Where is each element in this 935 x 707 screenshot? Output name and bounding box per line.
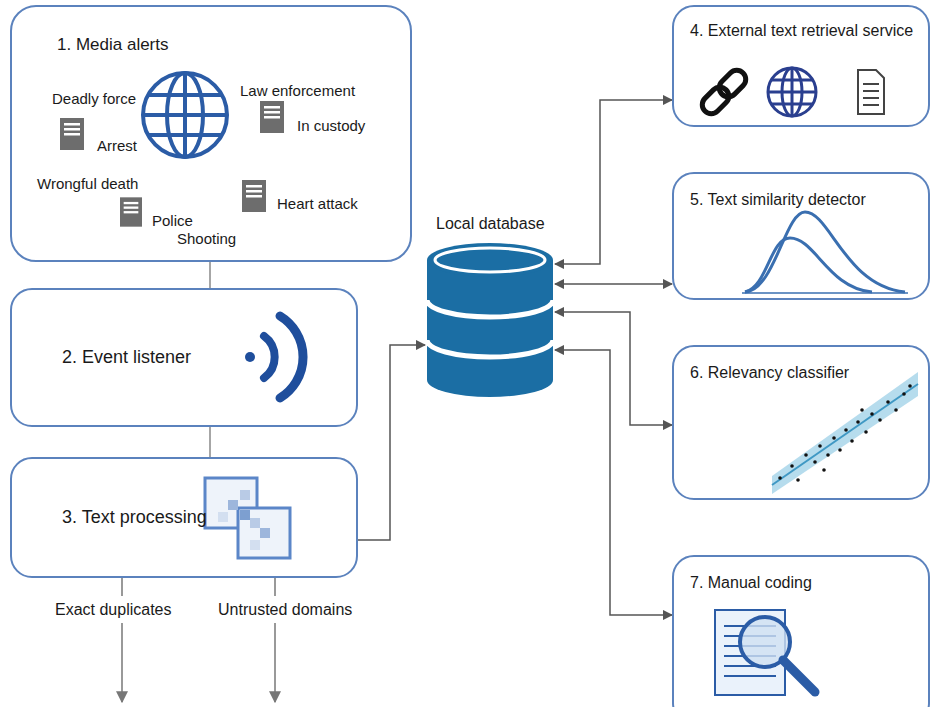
service-box: 7. Manual coding (672, 555, 930, 707)
connector (555, 350, 672, 615)
connector (555, 283, 672, 285)
keyword: Wrongful death (37, 175, 138, 193)
output-label: Exact duplicates (55, 600, 172, 619)
document-icon (242, 180, 266, 212)
box-title: 1. Media alerts (57, 35, 169, 55)
box-title: 5. Text similarity detector (690, 190, 918, 209)
distribution-curves (742, 212, 908, 293)
globe-icon (768, 68, 816, 116)
keyword: In custody (297, 117, 365, 135)
service-box: 6. Relevancy classifier (672, 345, 930, 500)
database-shape (425, 240, 555, 400)
leader-arrow (122, 578, 275, 702)
document-icon (60, 118, 84, 150)
box-title: 4. External text retrieval service (690, 21, 918, 40)
link-icon (699, 67, 750, 118)
connector (358, 345, 425, 540)
regression-plot (772, 372, 918, 494)
source-box: 1. Media alertsDeadly force Law enforceme… (10, 5, 412, 262)
box-title: 7. Manual coding (690, 573, 918, 592)
database-label: Local database (436, 214, 545, 233)
box-title: 6. Relevancy classifier (690, 363, 918, 382)
document-icon (120, 197, 142, 226)
keyword: Arrest (97, 137, 137, 155)
service-box: 4. External text retrieval service (672, 5, 930, 127)
keyword: Law enforcement (240, 82, 355, 100)
globe-icon (143, 73, 227, 157)
process-box: 3. Text processing (10, 457, 358, 578)
box-title: 3. Text processing (62, 507, 207, 529)
connector (555, 312, 672, 425)
process-box: 2. Event listener (10, 288, 358, 427)
connector (555, 100, 672, 264)
keyword: Police (152, 212, 193, 230)
keyword: Deadly force (52, 90, 136, 108)
document-icon (260, 101, 284, 133)
database-cylinder: Local database (425, 240, 555, 400)
processing-icon (205, 478, 290, 558)
keyword: Heart attack (277, 195, 358, 213)
box-title: 2. Event listener (62, 347, 191, 369)
document-icon (858, 70, 884, 114)
signal-icon (245, 316, 303, 398)
connector (209, 427, 211, 457)
output-label: Untrusted domains (218, 600, 352, 619)
service-box: 5. Text similarity detector (672, 172, 930, 300)
magnifier-icon (715, 610, 815, 695)
keyword: Shooting (177, 230, 236, 248)
connector (209, 262, 211, 288)
